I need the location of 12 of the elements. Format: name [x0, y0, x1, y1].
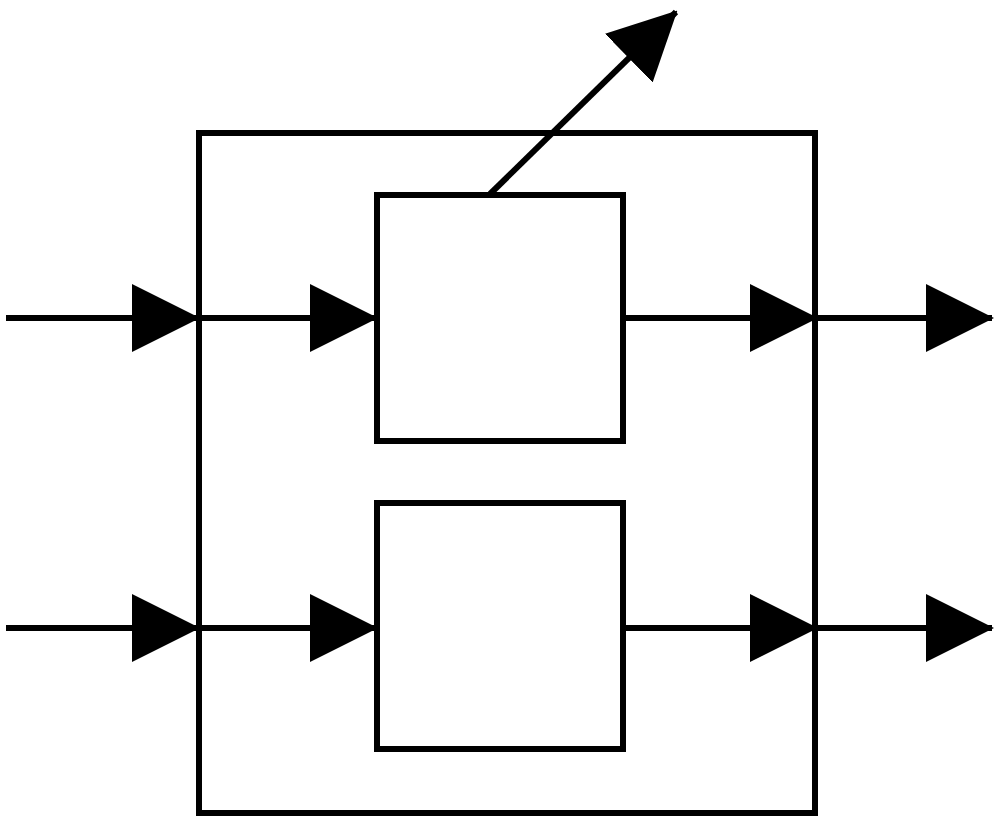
inner-box [374, 500, 626, 752]
arrow [816, 594, 994, 662]
arrow [6, 284, 200, 352]
arrow [487, 9, 679, 197]
arrow [624, 284, 818, 352]
arrow [6, 594, 200, 662]
arrow [198, 594, 378, 662]
arrow [624, 594, 818, 662]
arrow [198, 284, 378, 352]
inner-box [374, 192, 626, 444]
outer-box [196, 130, 818, 816]
arrow [816, 284, 994, 352]
